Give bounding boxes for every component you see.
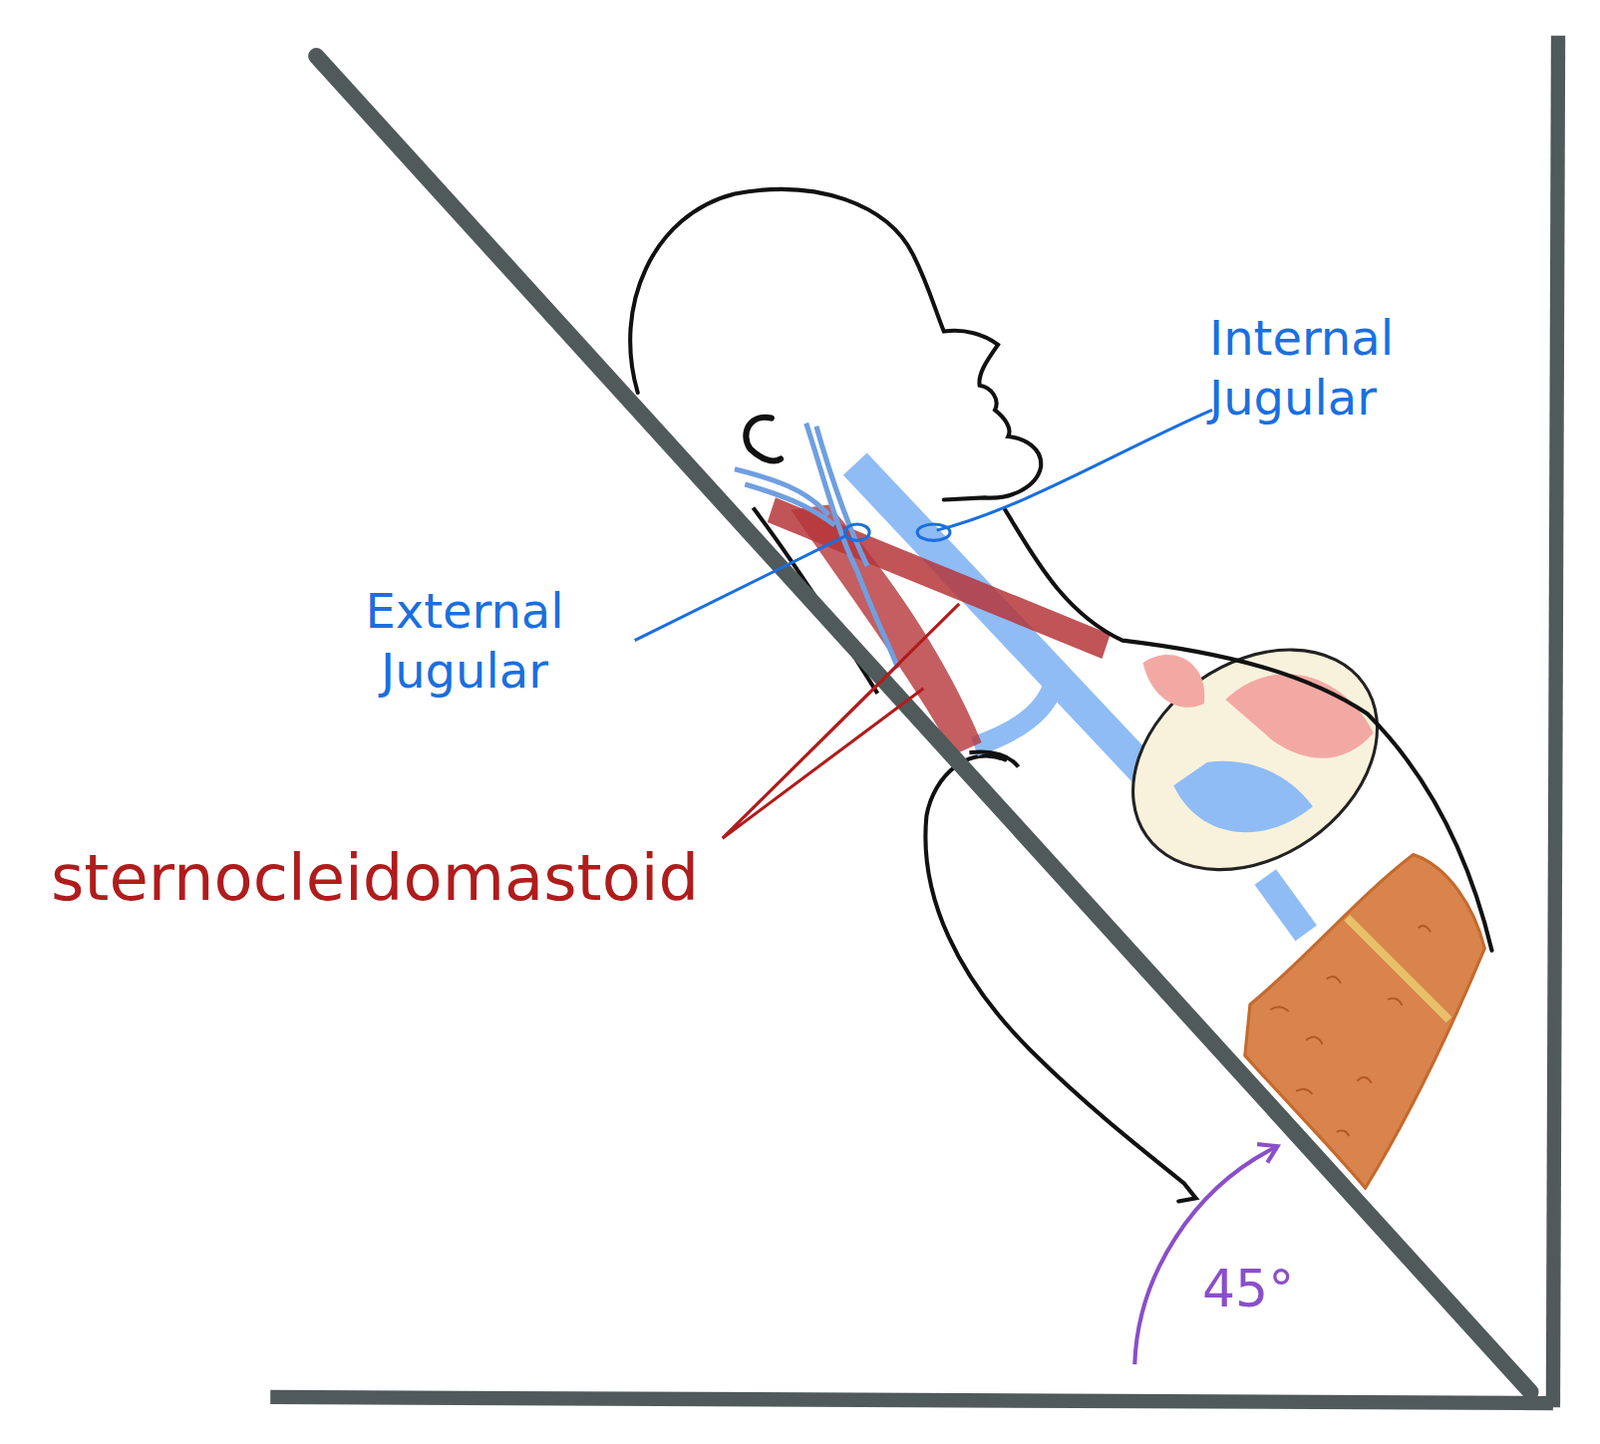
heart: [1090, 604, 1420, 916]
muscle-label: sternocleidomastoid: [50, 838, 847, 919]
liver: [1245, 855, 1486, 1190]
floor: [270, 1397, 1554, 1404]
angle-label: 45°: [1202, 1257, 1345, 1322]
leader-marker: [917, 524, 951, 541]
lung: [1142, 654, 1205, 708]
inferior-vena-cava: [1265, 877, 1306, 934]
liver-ligament: [1346, 918, 1449, 1020]
leader-marker: [845, 524, 871, 541]
ear: [745, 417, 781, 462]
leader-line: [722, 604, 960, 839]
wall: [1553, 35, 1559, 1408]
vein-label: External Jugular: [296, 581, 634, 701]
subclavian-vein: [974, 672, 1057, 747]
head-outline: [630, 189, 1041, 500]
leader-line: [937, 409, 1213, 531]
bed-backrest: [316, 55, 1531, 1393]
leader-line: [635, 535, 848, 640]
angle-arrowhead: [1257, 1144, 1278, 1163]
shoulder-outline: [968, 751, 1018, 767]
liver-texture: [1270, 926, 1431, 1137]
vein-label: Internal Jugular: [1209, 308, 1516, 428]
angle-arc: [1134, 1147, 1276, 1365]
